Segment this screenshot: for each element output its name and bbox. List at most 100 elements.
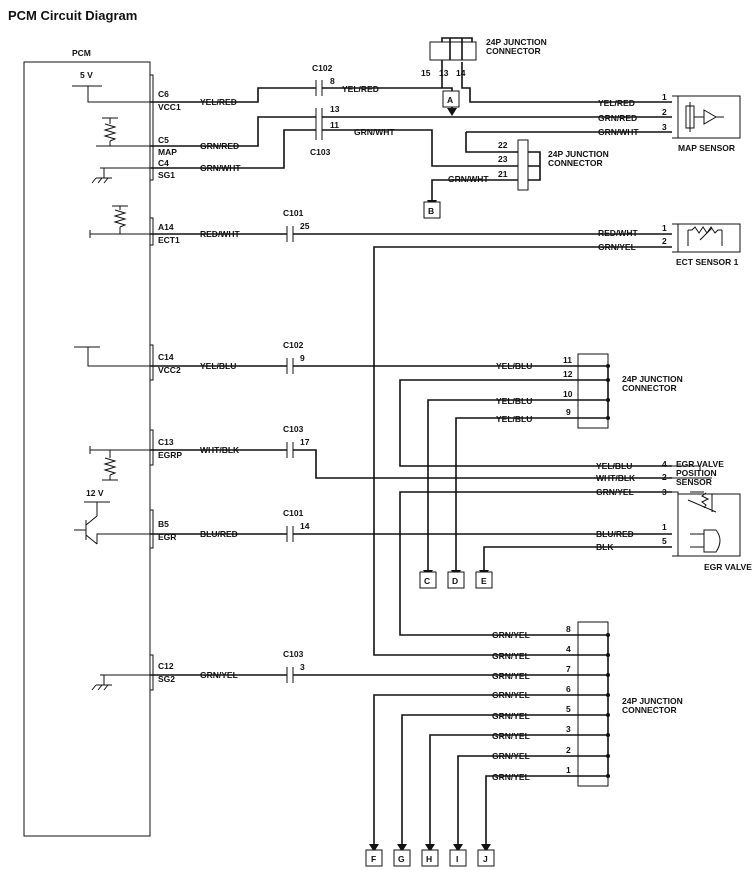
wire-label: GRN/RED: [598, 113, 637, 123]
svg-text:3: 3: [662, 122, 667, 132]
svg-text:9: 9: [566, 407, 571, 417]
svg-text:21: 21: [498, 169, 508, 179]
connector-c101: C101: [283, 508, 304, 518]
pin-sg2: SG2: [158, 674, 175, 684]
wire-label: RED/WHT: [598, 228, 638, 238]
wire-label: GRN/YEL: [492, 690, 530, 700]
wire-label: GRN/WHT: [598, 127, 639, 137]
pin-sg1: SG1: [158, 170, 175, 180]
page-title: PCM Circuit Diagram: [8, 8, 137, 23]
connector-c102: C102: [283, 340, 304, 350]
pin-vcc2: VCC2: [158, 365, 181, 375]
wire-label: GRN/YEL: [492, 651, 530, 661]
svg-text:3: 3: [566, 724, 571, 734]
markers: A B C D E F G H I J: [365, 90, 495, 867]
svg-text:2: 2: [662, 107, 667, 117]
wire-label: YEL/BLU: [496, 361, 532, 371]
connector-c103: C103: [283, 649, 304, 659]
svg-text:6: 6: [566, 684, 571, 694]
pcm-outline: [23, 61, 151, 837]
svg-text:23: 23: [498, 154, 508, 164]
inline-connectors: C102 8 13 11 C103 C101 25 C102 9 C103 17…: [283, 63, 340, 683]
svg-text:1: 1: [662, 522, 667, 532]
junction-connector-ground: 8 4 7 6 5 3 2 1 24P JUNCTION CONNECTOR: [566, 621, 683, 787]
wire-label: GRN/YEL: [200, 670, 238, 680]
svg-text:2: 2: [662, 236, 667, 246]
pin-c13: C13: [158, 437, 174, 447]
pin-map: MAP: [158, 147, 177, 157]
svg-text:J: J: [483, 854, 488, 864]
egr-valve-label: EGR VALVE: [704, 562, 752, 572]
wire-labels: YEL/RED YEL/RED YEL/RED GRN/RED GRN/RED …: [200, 84, 639, 782]
wire-label: GRN/YEL: [492, 630, 530, 640]
junction-connector-mid: 22 23 21 24P JUNCTION CONNECTOR: [498, 139, 609, 191]
svg-text:22: 22: [498, 140, 508, 150]
wire-label: YEL/RED: [342, 84, 379, 94]
wire-label: GRN/YEL: [492, 671, 530, 681]
wire-label: YEL/BLU: [496, 396, 532, 406]
svg-text:4: 4: [566, 644, 571, 654]
svg-text:H: H: [426, 854, 432, 864]
svg-text:5: 5: [566, 704, 571, 714]
pin-label: 3: [300, 662, 305, 672]
pin-egr: EGR: [158, 532, 176, 542]
wire-label: GRN/RED: [200, 141, 239, 151]
pin-label: 25: [300, 221, 310, 231]
junction-label: 24P JUNCTION CONNECTOR: [622, 375, 683, 393]
connector-c101: C101: [283, 208, 304, 218]
svg-text:D: D: [452, 576, 458, 586]
pcm-label: PCM: [72, 48, 91, 58]
svg-text:12: 12: [563, 369, 573, 379]
wire-label: YEL/RED: [200, 97, 237, 107]
svg-text:2: 2: [566, 745, 571, 755]
egr-position-sensor-label: EGR VALVE POSITION SENSOR: [676, 460, 724, 487]
svg-text:10: 10: [563, 389, 573, 399]
wire-label: GRN/YEL: [492, 731, 530, 741]
pcm-pin-brackets: [150, 74, 154, 691]
wire-label: BLK: [596, 542, 614, 552]
svg-text:15: 15: [421, 68, 431, 78]
connector-c102: C102: [312, 63, 333, 73]
pin-a14: A14: [158, 222, 174, 232]
wire-label: GRN/YEL: [492, 711, 530, 721]
pin-ect1: ECT1: [158, 235, 180, 245]
pin-c14: C14: [158, 352, 174, 362]
wire-label: YEL/BLU: [496, 414, 532, 424]
pin-label: 9: [300, 353, 305, 363]
svg-text:F: F: [371, 854, 376, 864]
map-sensor: 1 2 3 MAP SENSOR: [662, 92, 741, 153]
pin-b5: B5: [158, 519, 169, 529]
svg-text:2: 2: [662, 472, 667, 482]
junction-label: 24P JUNCTION CONNECTOR: [622, 697, 683, 715]
pin-label: 17: [300, 437, 310, 447]
svg-text:8: 8: [566, 624, 571, 634]
egr-valve: EGR VALVE POSITION SENSOR 4 2 3 1 5 EGR …: [662, 459, 752, 572]
supply-12v-label: 12 V: [86, 488, 104, 498]
pin-c12: C12: [158, 661, 174, 671]
junction-connector-vcc2: 11 12 10 9 24P JUNCTION CONNECTOR: [563, 353, 683, 429]
svg-text:3: 3: [662, 487, 667, 497]
pin-c4: C4: [158, 158, 169, 168]
svg-text:B: B: [428, 206, 434, 216]
ect-sensor: 1 2 ECT SENSOR 1: [662, 223, 741, 267]
wire-label: RED/WHT: [200, 229, 240, 239]
svg-text:14: 14: [456, 68, 466, 78]
svg-text:C: C: [424, 576, 430, 586]
pcm-pin-labels: C6 VCC1 C5 MAP C4 SG1 A14 ECT1 C14 VCC2 …: [158, 89, 182, 684]
svg-text:G: G: [398, 854, 405, 864]
wire-label: BLU/RED: [200, 529, 238, 539]
pin-egrp: EGRP: [158, 450, 182, 460]
pcm-internal-circuits: 5 V 12 V: [72, 70, 150, 691]
wire-label: GRN/WHT: [354, 127, 395, 137]
pin-label: 14: [300, 521, 310, 531]
pin-c6: C6: [158, 89, 169, 99]
wire-label: GRN/YEL: [492, 772, 530, 782]
connector-c103: C103: [310, 147, 331, 157]
wire-label: GRN/YEL: [492, 751, 530, 761]
wire-label: YEL/BLU: [596, 461, 632, 471]
pin-label: 13: [330, 104, 340, 114]
junction-label: 24P JUNCTION CONNECTOR: [548, 150, 609, 168]
supply-5v-label: 5 V: [80, 70, 93, 80]
svg-text:1: 1: [662, 92, 667, 102]
wire-label: GRN/YEL: [596, 487, 634, 497]
